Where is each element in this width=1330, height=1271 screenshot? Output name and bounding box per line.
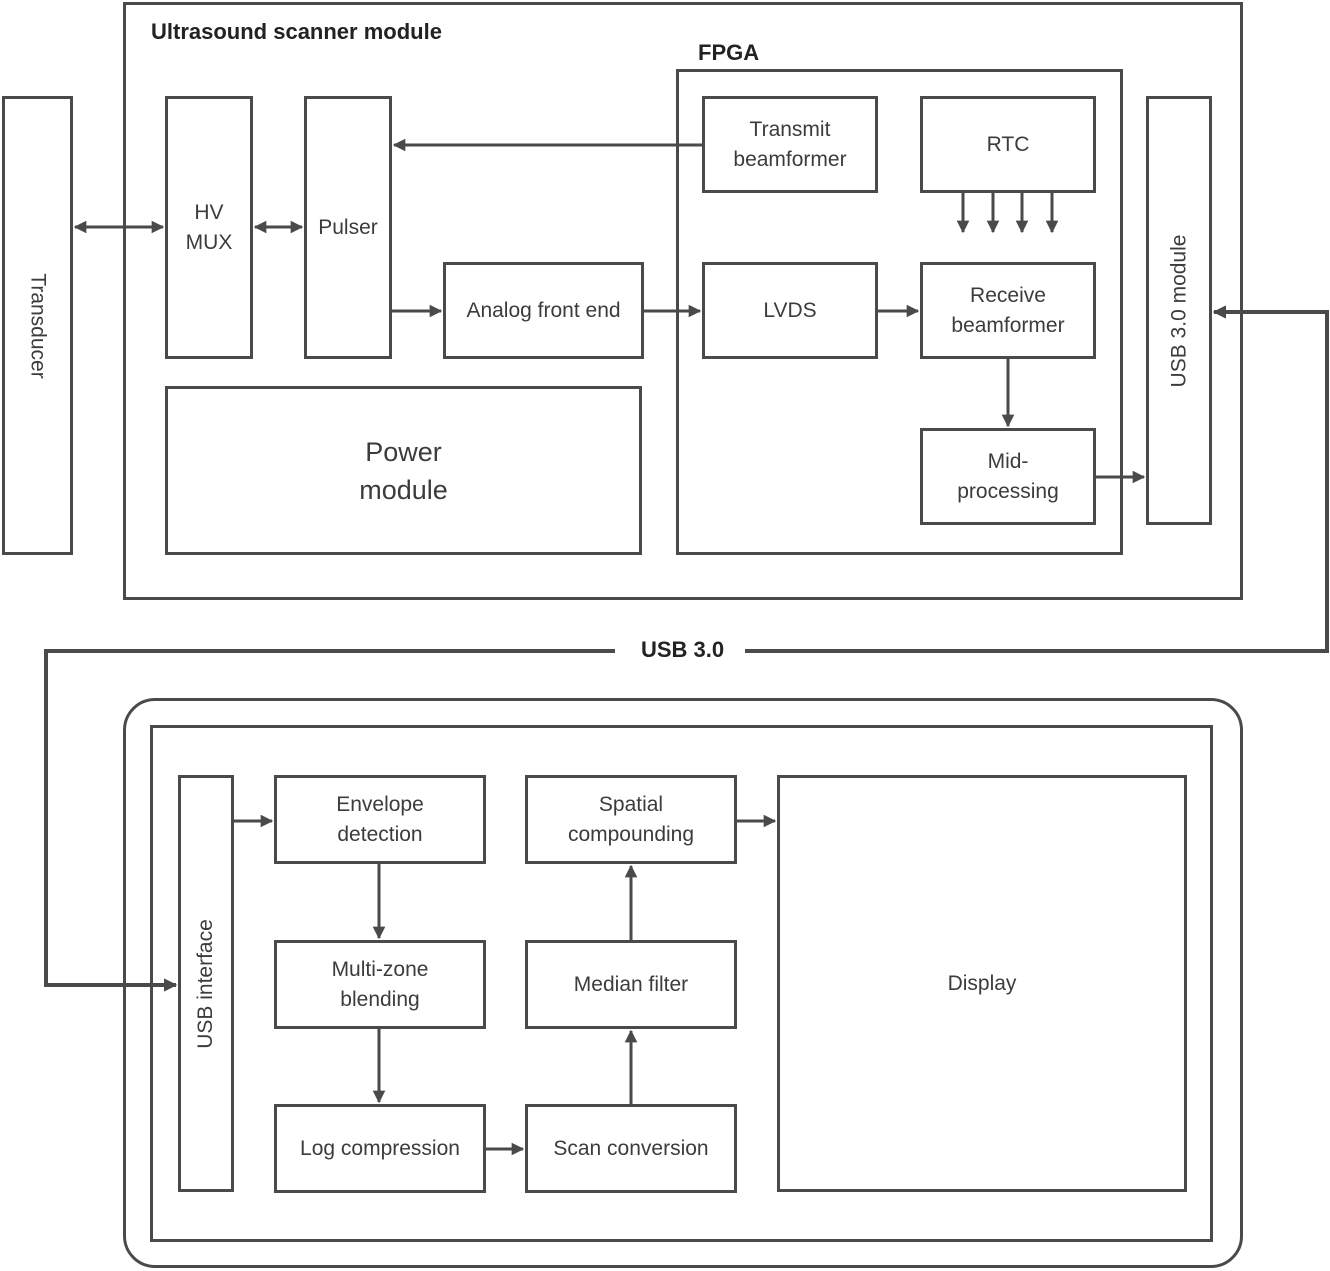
scan-conversion-block: Scan conversion — [525, 1104, 737, 1193]
median-filter-block: Median filter — [525, 940, 737, 1029]
rtc-block: RTC — [920, 96, 1096, 193]
lvds-block: LVDS — [702, 262, 878, 359]
transducer-block: Transducer — [2, 96, 73, 555]
usb30-module-block: USB 3.0 module — [1146, 96, 1212, 525]
log-compression-block: Log compression — [274, 1104, 486, 1193]
pulser-block: Pulser — [304, 96, 392, 359]
usb30-link-to-module — [745, 305, 1329, 653]
fpga-title: FPGA — [698, 40, 760, 65]
power-module-block: Power module — [165, 386, 642, 555]
receive-beamformer-block: Receive beamformer — [920, 262, 1096, 359]
multi-zone-blending-block: Multi-zone blending — [274, 940, 486, 1029]
transmit-beamformer-block: Transmit beamformer — [702, 96, 878, 193]
spatial-compounding-block: Spatial compounding — [525, 775, 737, 864]
hv-mux-block: HV MUX — [165, 96, 253, 359]
envelope-detection-block: Envelope detection — [274, 775, 486, 864]
usb30-link-to-interface — [44, 649, 615, 992]
usb30-link-label: USB 3.0 — [641, 637, 725, 662]
scanner-module-title: Ultrasound scanner module — [151, 19, 442, 44]
analog-front-end-block: Analog front end — [443, 262, 644, 359]
usb-interface-block: USB interface — [178, 775, 234, 1192]
display-block: Display — [777, 775, 1187, 1192]
mid-processing-block: Mid- processing — [920, 428, 1096, 525]
